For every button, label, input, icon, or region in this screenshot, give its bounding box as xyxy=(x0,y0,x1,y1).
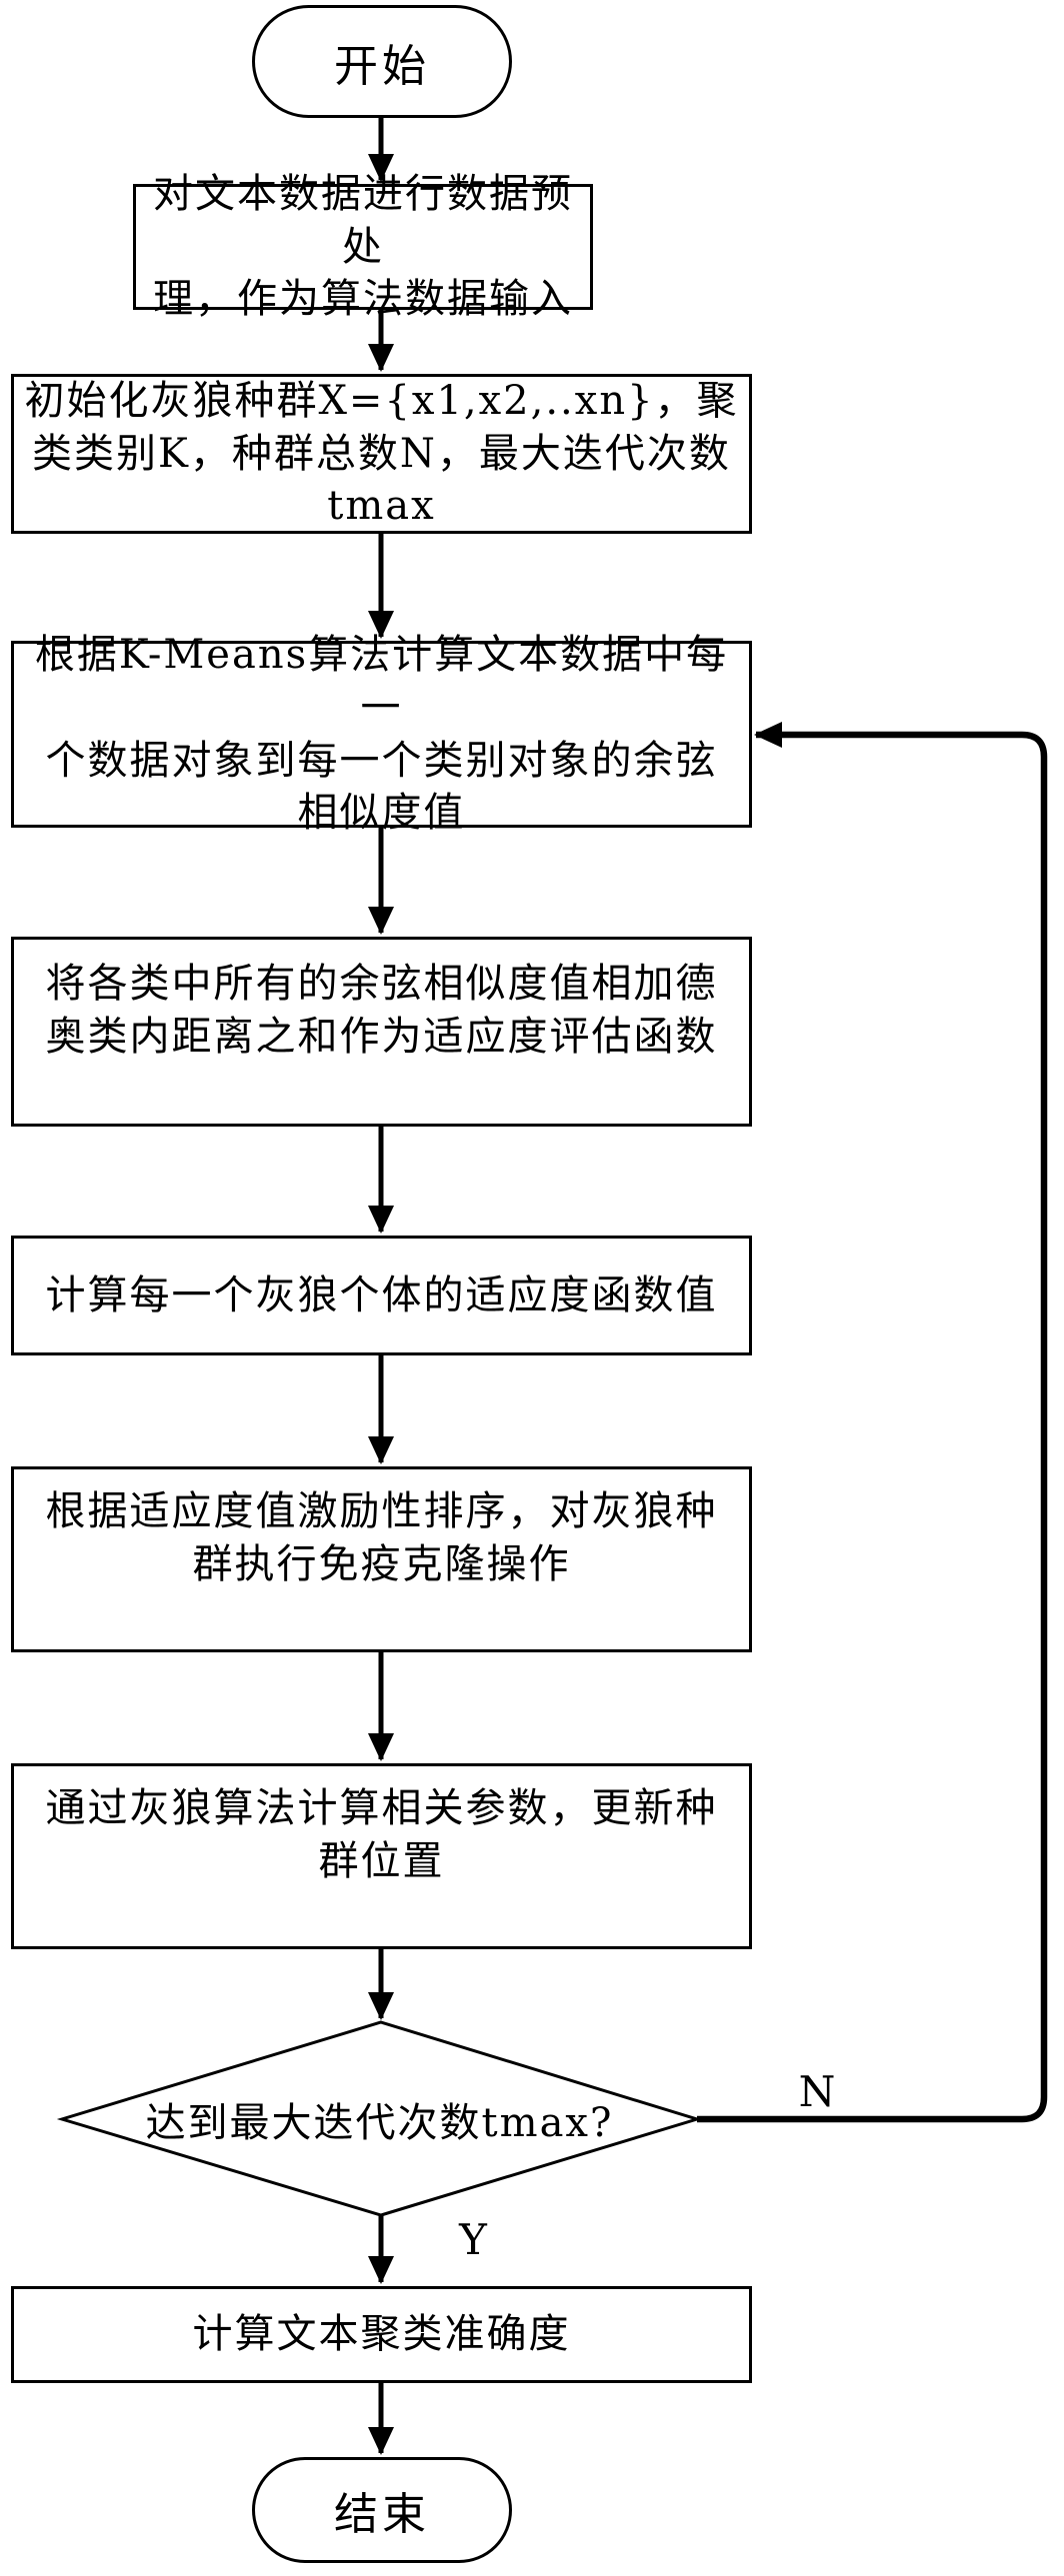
init-population-label: 初始化灰狼种群X={x1,x2,..xn}，聚 类类别K，种群总数N，最大迭代次… xyxy=(24,377,739,530)
end-terminator: 结束 xyxy=(252,2457,512,2563)
process-cosine-similarity: 根据K-Means算法计算文本数据中每一 个数据对象到每一个类别对象的余弦 相似… xyxy=(11,632,752,836)
decision-diamond-shape xyxy=(56,2020,703,2217)
fitness-values-label: 计算每一个灰狼个体的适应度函数值 xyxy=(45,1272,718,1318)
process-fitness-function: 将各类中所有的余弦相似度值相加德 奥类内距离之和作为适应度评估函数 xyxy=(11,937,752,1127)
process-accuracy: 计算文本聚类准确度 xyxy=(11,2286,752,2383)
start-label: 开始 xyxy=(334,40,430,92)
start-terminator: 开始 xyxy=(252,5,512,118)
accuracy-label: 计算文本聚类准确度 xyxy=(192,2311,571,2358)
preprocess-label: 对文本数据进行数据预处 理，作为算法数据输入 xyxy=(153,170,573,323)
update-positions-label: 通过灰狼算法计算相关参数，更新种 群位置 xyxy=(45,1785,718,1884)
edge-decision-feedback-no xyxy=(697,722,1048,2123)
decision-label: 达到最大迭代次数tmax? xyxy=(145,2099,614,2146)
no-branch-label: N xyxy=(798,2067,836,2116)
end-label: 结束 xyxy=(334,2489,430,2540)
decision-max-iteration: 达到最大迭代次数tmax? xyxy=(62,2022,697,2215)
process-update-positions: 通过灰狼算法计算相关参数，更新种 群位置 xyxy=(11,1763,752,1949)
cosine-similarity-label: 根据K-Means算法计算文本数据中每一 个数据对象到每一个类别对象的余弦 相似… xyxy=(34,631,729,837)
process-init-population: 初始化灰狼种群X={x1,x2,..xn}，聚 类类别K，种群总数N，最大迭代次… xyxy=(11,374,752,534)
process-fitness-values: 计算每一个灰狼个体的适应度函数值 xyxy=(11,1236,752,1355)
process-immune-clone: 根据适应度值激励性排序，对灰狼种 群执行免疫克隆操作 xyxy=(11,1466,752,1652)
yes-branch-label: Y xyxy=(459,2215,487,2264)
immune-clone-label: 根据适应度值激励性排序，对灰狼种 群执行免疫克隆操作 xyxy=(45,1488,718,1587)
fitness-function-label: 将各类中所有的余弦相似度值相加德 奥类内距离之和作为适应度评估函数 xyxy=(45,961,718,1060)
process-preprocess: 对文本数据进行数据预处 理，作为算法数据输入 xyxy=(133,171,593,322)
